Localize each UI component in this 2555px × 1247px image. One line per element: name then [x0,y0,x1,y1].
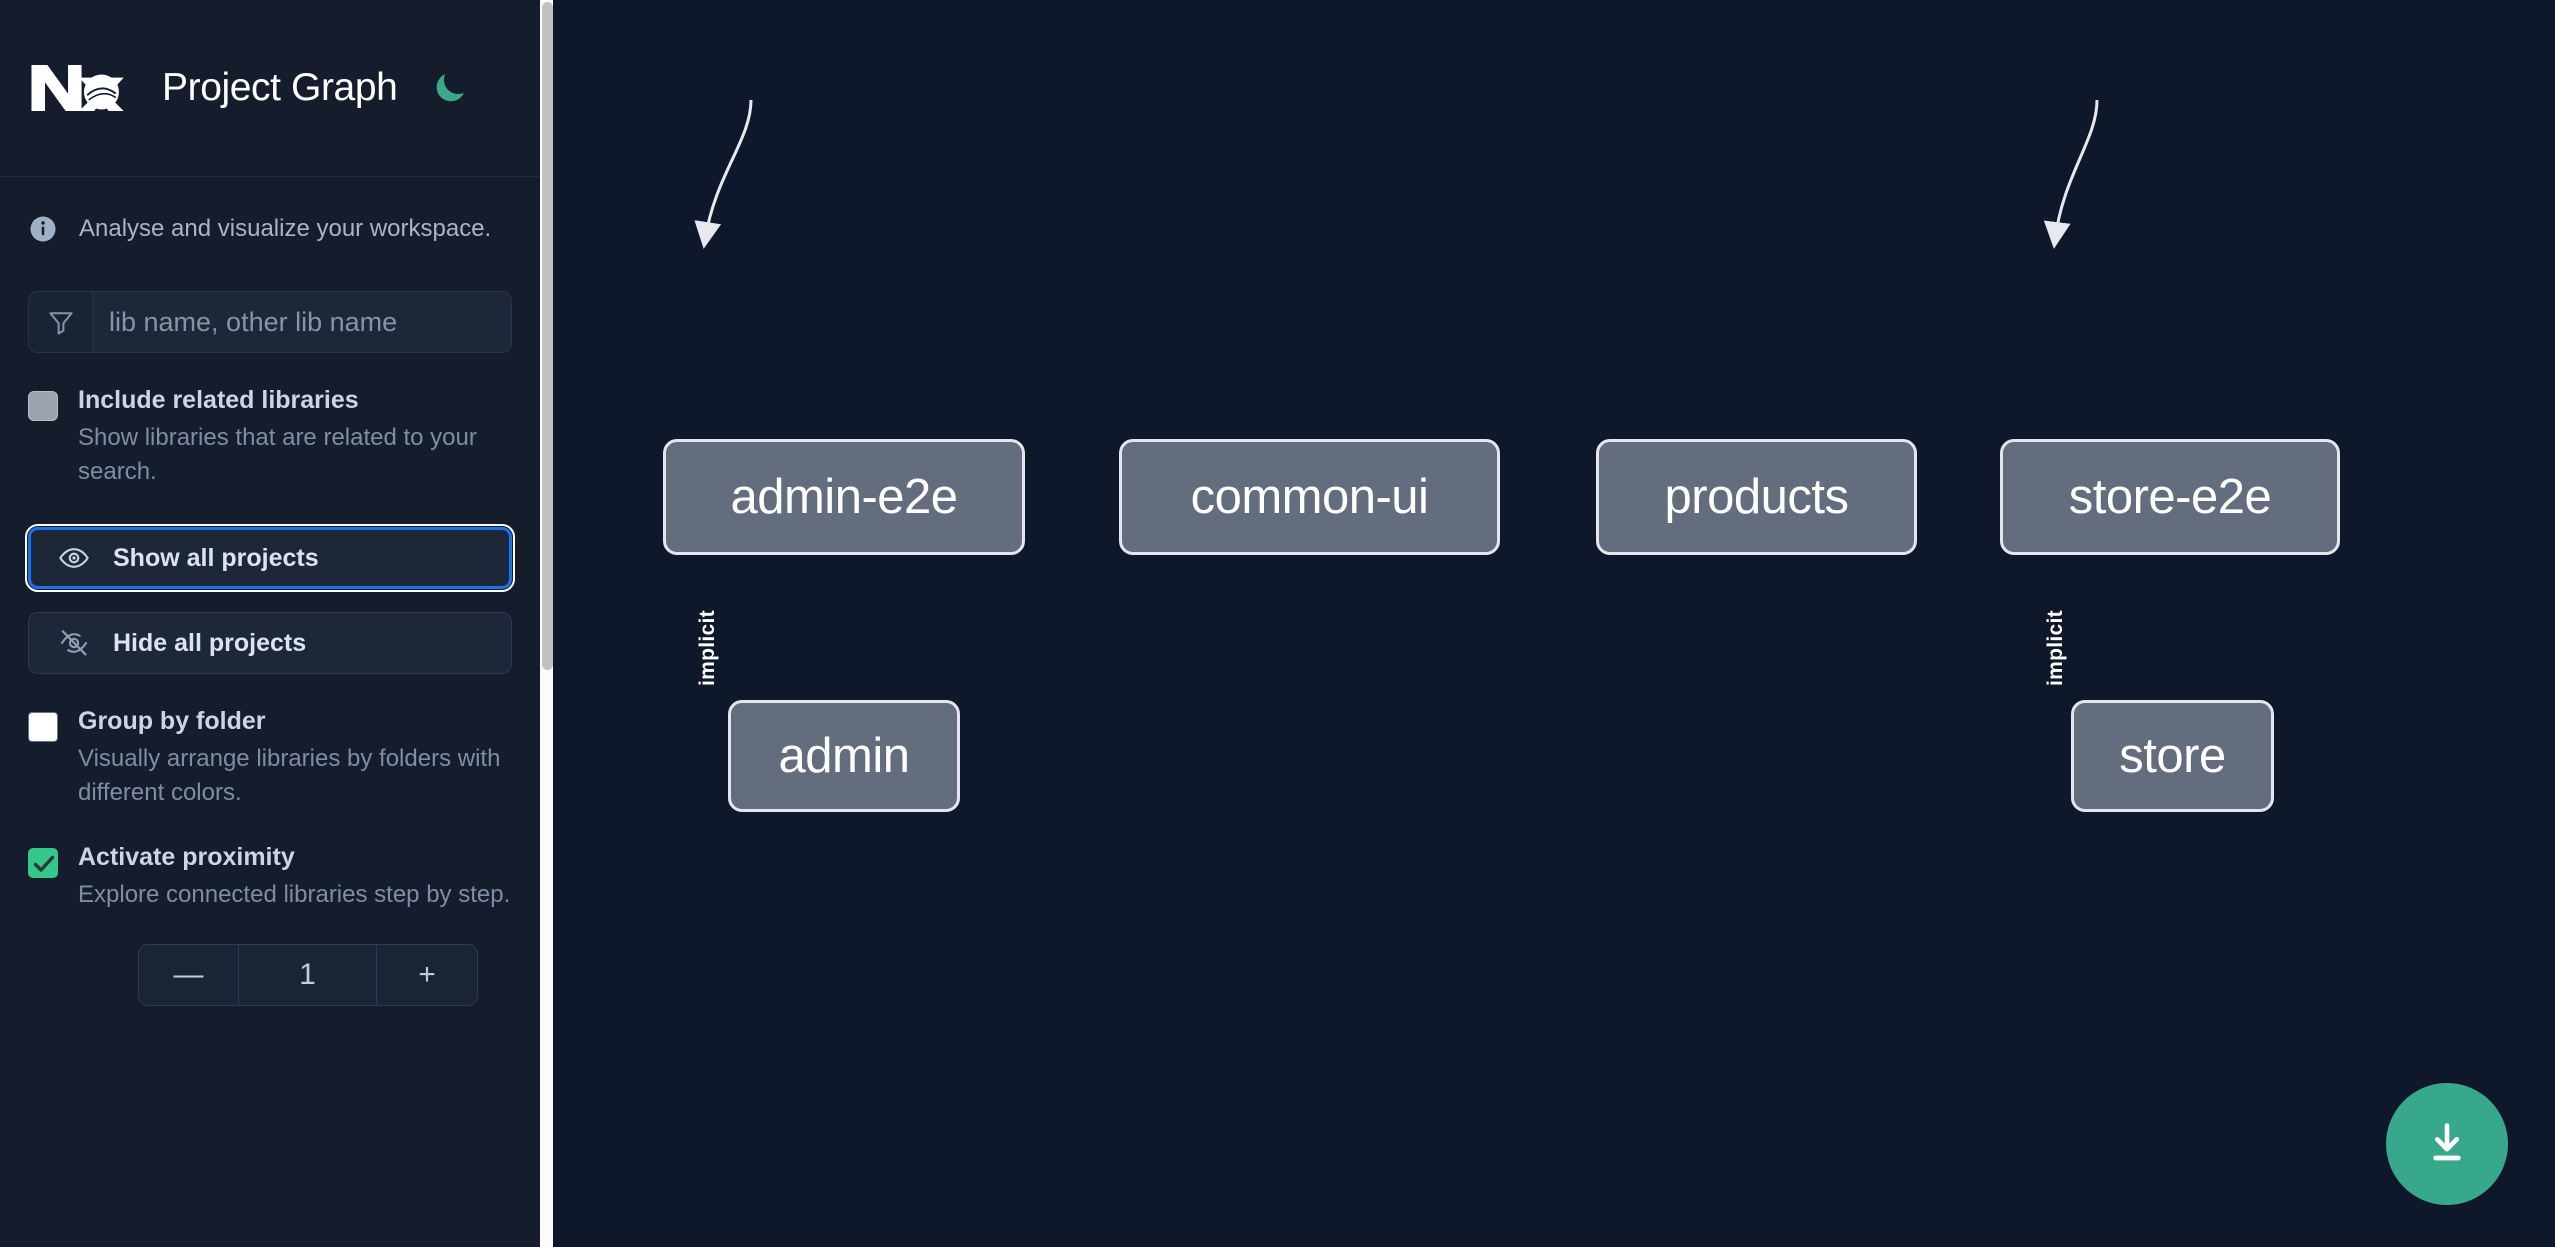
group-by-folder-checkbox[interactable] [28,712,58,743]
edge-admin-e2e-admin [694,99,753,249]
graph-node-store[interactable]: store [2071,700,2274,812]
option-activate-proximity-row: Activate proximity Explore connected lib… [0,843,540,1007]
show-all-projects-button[interactable]: Show all projects [25,524,515,593]
option-include-related-libraries-row: Include related libraries Show libraries… [0,386,540,489]
sidebar-divider [553,0,555,1247]
funnel-icon [29,292,93,352]
edge-store-e2e-store [2043,99,2099,249]
filter-box [28,291,512,353]
activate-proximity-description: Explore connected libraries step by step… [78,880,511,908]
graph-node-store-e2e[interactable]: store-e2e [2000,439,2340,555]
edge-label-store-e2e-store: implicit [2044,610,2067,686]
graph-node-common-ui[interactable]: common-ui [1119,439,1500,555]
tagline-row: Analyse and visualize your workspace. [0,177,540,280]
hide-all-projects-label: Hide all projects [113,628,307,657]
download-button[interactable] [2386,1083,2508,1205]
search-input[interactable] [93,292,511,352]
include-related-libraries-description: Show libraries that are related to your … [78,423,477,485]
include-related-libraries-label: Include related libraries [78,386,359,414]
show-all-projects-label: Show all projects [113,543,319,572]
proximity-stepper: — 1 + [138,944,478,1007]
graph-canvas[interactable]: admin-e2e common-ui products store-e2e a… [555,0,2555,1247]
sidebar-scrollbar[interactable] [540,0,555,1247]
visibility-button-group: Show all projects Hide all projects [0,524,540,675]
info-icon [28,214,58,244]
sidebar-scrollbar-thumb[interactable] [542,2,553,670]
include-related-libraries-checkbox[interactable] [28,391,58,421]
moon-icon[interactable] [427,65,473,111]
nx-logo-icon [28,57,124,119]
graph-node-admin-e2e[interactable]: admin-e2e [663,439,1025,555]
tagline-text: Analyse and visualize your workspace. [79,214,492,242]
proximity-value[interactable]: 1 [239,945,377,1006]
page-title: Project Graph [162,66,398,109]
graph-node-admin[interactable]: admin [728,700,960,812]
eye-icon [57,541,91,575]
edge-label-admin-e2e-admin: implicit [696,610,719,686]
group-by-folder-label: Group by folder [78,707,266,736]
proximity-increment-button[interactable]: + [418,958,436,992]
graph-edges [694,99,2099,249]
hide-all-projects-button[interactable]: Hide all projects [28,612,512,675]
brand-row: Project Graph [0,0,540,177]
graph-node-products[interactable]: products [1596,439,1917,555]
activate-proximity-label: Activate proximity [78,843,295,872]
sidebar: Project Graph Analyse and visualize your… [0,0,555,1247]
sidebar-content: Project Graph Analyse and visualize your… [0,0,540,1247]
download-icon [2422,1118,2472,1171]
activate-proximity-checkbox[interactable] [28,848,58,879]
proximity-decrement-button[interactable]: — [139,945,239,1006]
option-group-by-folder-row: Group by folder Visually arrange librari… [0,708,540,810]
group-by-folder-description: Visually arrange libraries by folders wi… [78,744,501,806]
eye-off-icon [57,626,91,660]
